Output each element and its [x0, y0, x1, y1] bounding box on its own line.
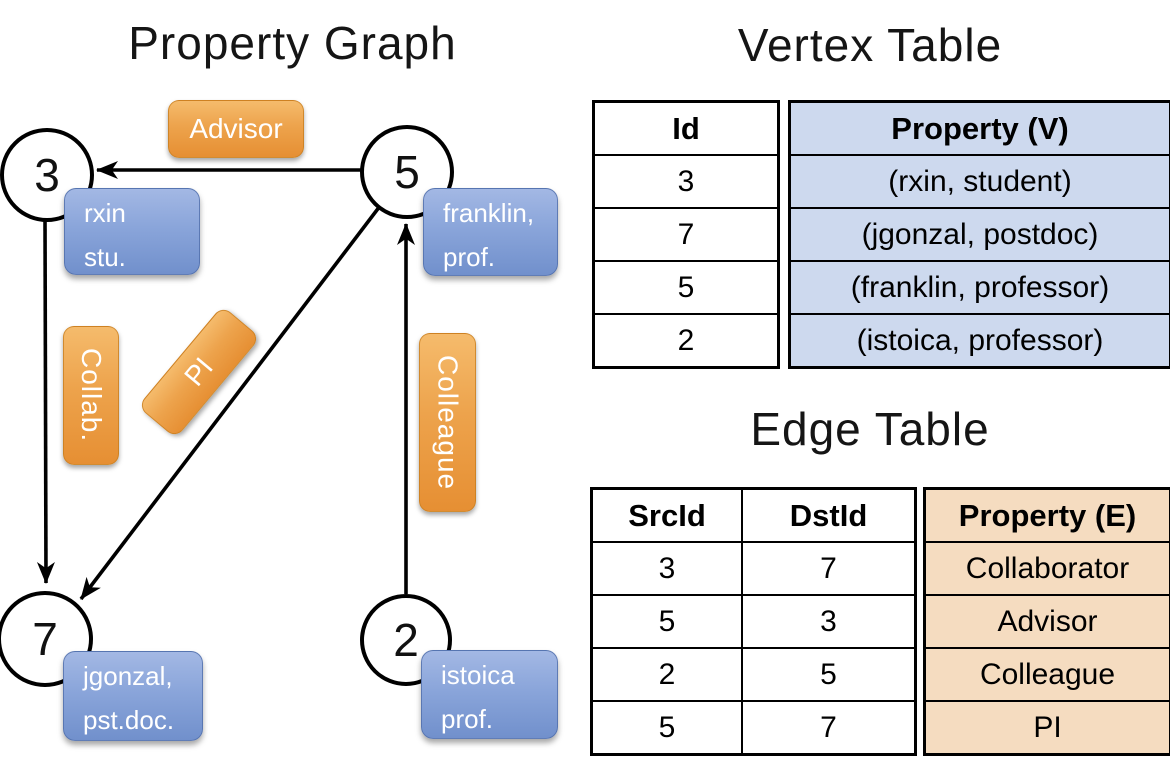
table-row: (istoica, professor)	[791, 313, 1169, 366]
table-row: Colleague	[926, 647, 1169, 700]
vertex-row3-id: 5	[677, 270, 695, 304]
edge-row1-dst: 7	[741, 543, 914, 594]
node-id-7: 7	[32, 613, 58, 665]
table-row: 5	[595, 260, 777, 313]
table-row: 5 3	[593, 594, 914, 647]
vertex-table-id-column: Id 3 7 5 2	[592, 100, 780, 369]
node-id-3: 3	[34, 149, 60, 201]
node-id-5: 5	[394, 146, 420, 198]
property-graph-panel: Property Graph 3 5 7 2 Advisor Collab. P…	[0, 17, 558, 741]
vertex-prop-3-line1: rxin	[84, 198, 126, 228]
edge-row2-dst: 3	[741, 596, 914, 647]
table-row: 3	[595, 154, 777, 207]
edge-row4-property: PI	[1033, 710, 1062, 744]
vertex-prop-box-7: jgonzal, pst.doc.	[63, 651, 203, 741]
table-row: 7	[595, 207, 777, 260]
edge-label-advisor: Advisor	[168, 100, 304, 158]
table-row: PI	[926, 700, 1169, 753]
vertex-prop-7-line2: pst.doc.	[83, 705, 175, 735]
edge-row3-property: Colleague	[979, 657, 1116, 691]
vertex-table: Id 3 7 5 2 Property (V) (rxin, student) …	[592, 100, 1170, 369]
vertex-table-column-gap	[780, 100, 788, 369]
vertex-prop-2-line2: prof.	[441, 704, 494, 734]
vertex-col-header-id: Id	[672, 110, 700, 146]
vertex-row4-property: (istoica, professor)	[856, 323, 1104, 357]
edge-row1-property: Collaborator	[965, 551, 1130, 585]
table-row: 5 7	[593, 700, 914, 753]
vertex-prop-5-line2: prof.	[443, 242, 496, 272]
edge-col-header-srcid: SrcId	[628, 497, 706, 533]
edge-row2-src: 5	[658, 604, 676, 638]
edge-row1-src: 3	[658, 551, 676, 585]
table-row: 2 5	[593, 647, 914, 700]
edge-table-property-column: Property (E) Collaborator Advisor Collea…	[923, 487, 1170, 756]
vertex-prop-box-2: istoica prof.	[421, 650, 558, 739]
vertex-row3-property: (franklin, professor)	[850, 270, 1110, 304]
table-row: 3 7	[593, 541, 914, 594]
edge-row4-dst: 7	[741, 702, 914, 753]
table-row: Advisor	[926, 594, 1169, 647]
vertex-prop-7-line1: jgonzal,	[83, 661, 173, 691]
vertex-table-title: Vertex Table	[737, 19, 1003, 71]
vertex-row1-id: 3	[677, 164, 695, 198]
vertex-table-property-column: Property (V) (rxin, student) (jgonzal, p…	[788, 100, 1170, 369]
table-row: Collaborator	[926, 541, 1169, 594]
edge-label-advisor-text: Advisor	[189, 113, 283, 144]
vertex-row1-property: (rxin, student)	[888, 164, 1072, 198]
edge-label-pi-text: PI	[178, 351, 219, 392]
edge-table-id-columns: SrcId DstId 3 7 5 3 2 5 5 7	[590, 487, 917, 756]
graph-edges-svg	[0, 125, 454, 687]
vertex-prop-2-line1: istoica	[441, 660, 515, 690]
vertex-prop-5-line1: franklin,	[443, 198, 535, 228]
vertex-prop-box-3: rxin stu.	[64, 188, 200, 275]
edge-5-to-7-pi	[79, 204, 382, 601]
property-graph-title: Property Graph	[128, 17, 457, 69]
edge-table-title: Edge Table	[750, 403, 990, 455]
table-row: (franklin, professor)	[791, 260, 1169, 313]
node-id-2: 2	[393, 614, 419, 666]
edge-row2-property: Advisor	[997, 604, 1098, 638]
vertex-col-header-property: Property (V)	[891, 110, 1069, 146]
vertex-row2-property: (jgonzal, postdoc)	[861, 217, 1099, 251]
edge-row3-src: 2	[658, 657, 676, 691]
edge-label-collab-text: Collab.	[76, 348, 107, 443]
edge-row3-dst: 5	[741, 649, 914, 700]
edge-col-header-dstid: DstId	[741, 490, 914, 541]
table-row: (jgonzal, postdoc)	[791, 207, 1169, 260]
edge-col-header-property: Property (E)	[958, 497, 1137, 533]
edge-table: SrcId DstId 3 7 5 3 2 5 5 7 Property (E)…	[590, 487, 1170, 756]
edge-label-colleague: Colleague	[419, 333, 476, 512]
edge-label-colleague-text: Colleague	[432, 354, 464, 491]
vertex-prop-box-5: franklin, prof.	[423, 188, 558, 276]
edge-3-to-7-collab	[36, 217, 55, 584]
edge-row4-src: 5	[658, 710, 676, 744]
table-row: (rxin, student)	[791, 154, 1169, 207]
vertex-row2-id: 7	[677, 217, 695, 251]
table-row: 2	[595, 313, 777, 366]
vertex-row4-id: 2	[677, 323, 695, 357]
edge-label-collab: Collab.	[63, 326, 119, 465]
vertex-prop-3-line2: stu.	[84, 242, 126, 272]
